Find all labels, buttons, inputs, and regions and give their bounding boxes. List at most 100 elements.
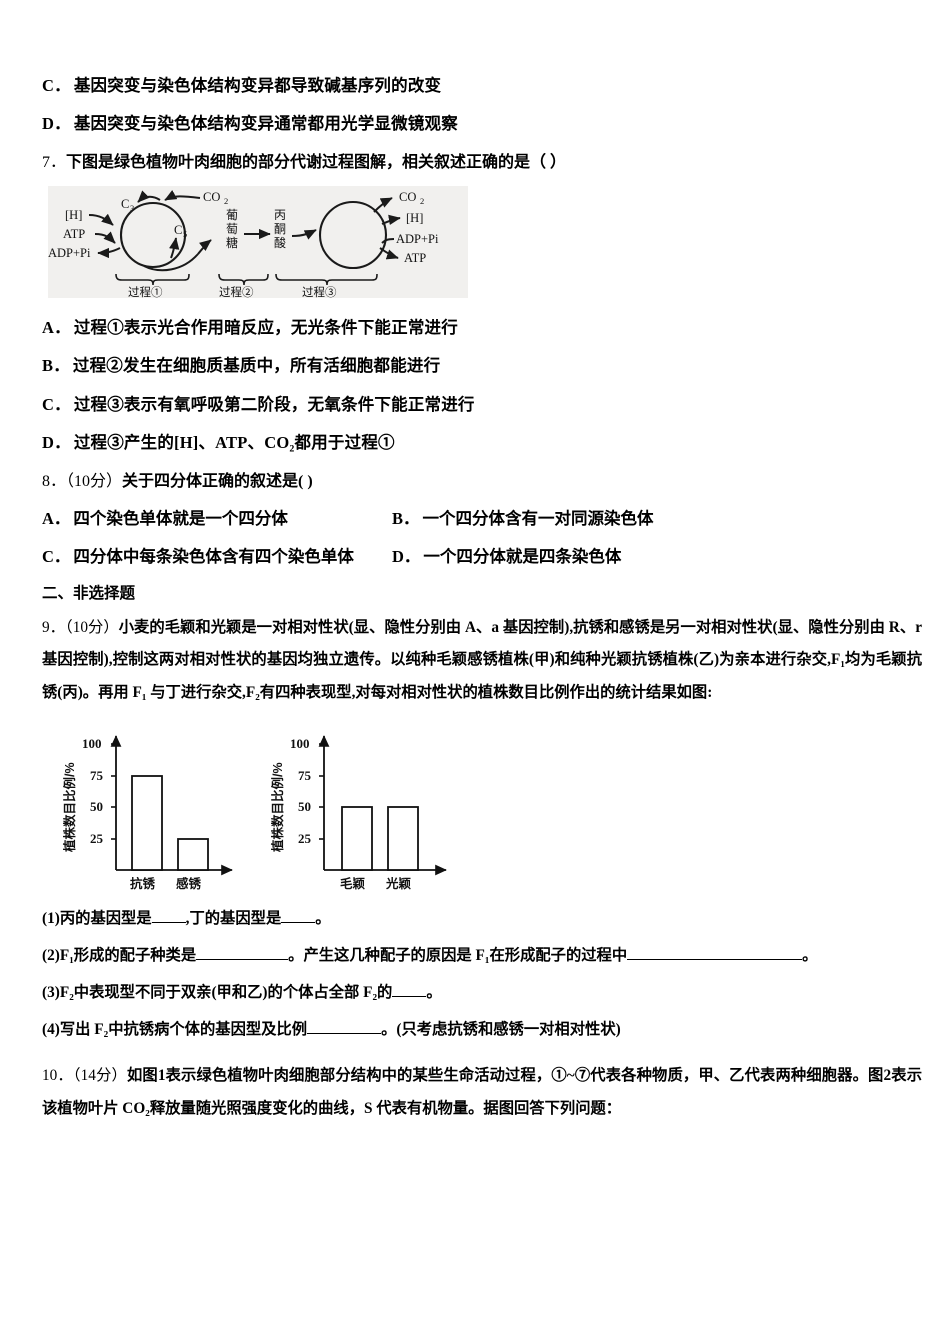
q9-sub-1-blank-2[interactable] (281, 922, 316, 924)
question-7-number: 7． (42, 153, 67, 171)
svg-text:ADP+Pi: ADP+Pi (396, 232, 439, 246)
question-7-stem: 7．下图是绿色植物叶肉细胞的部分代谢过程图解，相关叙述正确的是（ ） (42, 151, 922, 175)
question-10-stem: 10．（14分）如图1表示绿色植物叶肉细胞部分结构中的某些生命活动过程，①~⑦代… (42, 1060, 922, 1126)
rust-resistance-chart: 100 75 50 25 植株数目比例/% 抗锈 感锈 (54, 724, 250, 896)
svg-text:C: C (174, 223, 182, 237)
svg-text:植株数目比例/%: 植株数目比例/% (270, 763, 285, 854)
svg-text:75: 75 (298, 768, 312, 783)
svg-text:过程②: 过程② (219, 286, 254, 298)
svg-text:毛颖: 毛颖 (340, 876, 366, 891)
question-8-score: （10分） (66, 472, 123, 490)
q7-option-b-label: B． (42, 356, 70, 376)
svg-text:75: 75 (90, 768, 104, 783)
q7-option-c-text: 过程③表示有氧呼吸第二阶段，无氧条件下能正常进行 (73, 394, 475, 414)
question-9-number: 9． (42, 618, 66, 636)
q8-options-row-1: A．四个染色单体就是一个四分体 B．一个四分体含有一对同源染色体 (42, 505, 922, 529)
q8-option-c: C．四分体中每条染色体含有四个染色单体 (42, 543, 392, 567)
question-10-score: （14分） (72, 1066, 127, 1084)
q7-option-d-label: D． (42, 433, 71, 453)
svg-text:酮: 酮 (274, 222, 286, 236)
page-content: C．基因突变与染色体结构变异都导致碱基序列的改变 D． 基因突变与染色体结构变异通… (42, 74, 922, 1126)
question-8-stem-text: 关于四分体正确的叙述是( ) (122, 472, 313, 490)
q9-sub-2-blank-2[interactable] (627, 959, 803, 961)
question-10-number: 10． (42, 1066, 73, 1084)
q7-option-d: D．过程③产生的[H]、ATP、CO₂都用于过程① (42, 431, 922, 454)
svg-text:50: 50 (298, 799, 311, 814)
option-label-c-prev: C． (42, 76, 71, 95)
q8-option-b-text: 一个四分体含有一对同源染色体 (422, 508, 654, 528)
q9-sub-2-after: 。 (802, 947, 818, 965)
q9-sub-1-blank-1[interactable] (151, 922, 186, 924)
svg-text:CO: CO (399, 190, 416, 204)
q8-option-d-label: D． (392, 546, 421, 566)
q9-sub-2: (2)F₁形成的配子种类是。产生这几种配子的原因是 F₁在形成配子的过程中。 (42, 945, 922, 968)
q7-option-a-label: A． (42, 317, 71, 337)
q9-sub-4: (4)写出 F₂中抗锈病个体的基因型及比例 。(只考虑抗锈和感锈一对相对性状) (42, 1019, 922, 1042)
q9-sub-1-before: 丙的基因型是 (59, 910, 152, 928)
q9-sub-1-mid: ,丁的基因型是 (185, 910, 282, 928)
q9-sub-3-blank-1[interactable] (392, 996, 427, 998)
svg-text:糖: 糖 (226, 235, 238, 250)
svg-text:2: 2 (224, 196, 228, 206)
q8-option-c-label: C． (42, 546, 71, 566)
q9-sub-4-before: 写出 F₂中抗锈病个体的基因型及比例 (59, 1020, 308, 1038)
svg-text:ATP: ATP (63, 227, 85, 241)
q8-option-a-label: A． (42, 508, 71, 528)
q9-sub-4-id: (4) (42, 1020, 60, 1038)
svg-text:植株数目比例/%: 植株数目比例/% (62, 763, 77, 854)
q9-sub-1-id: (1) (42, 910, 60, 928)
svg-text:5: 5 (183, 229, 187, 239)
svg-text:C: C (121, 197, 129, 211)
q7-option-b: B．过程②发生在细胞质基质中，所有活细胞都能进行 (42, 354, 922, 377)
svg-text:过程①: 过程① (128, 286, 163, 298)
section-2-heading: 二、非选择题 (42, 584, 136, 602)
q8-option-b-label: B． (392, 508, 420, 528)
question-10-stem-text: 如图1表示绿色植物叶肉细胞部分结构中的某些生命活动过程，①~⑦代表各种物质，甲、… (42, 1066, 922, 1117)
svg-text:[H]: [H] (406, 211, 423, 225)
svg-text:ATP: ATP (404, 251, 426, 265)
q9-sub-1-after: 。 (315, 910, 331, 928)
q9-sub-2-before: F₁形成的配子种类是 (59, 947, 197, 965)
q9-sub-4-blank-1[interactable] (307, 1032, 382, 1034)
q9-sub-1: (1)丙的基因型是 ,丁的基因型是 。 (42, 908, 922, 931)
q9-charts: 100 75 50 25 植株数目比例/% 抗锈 感锈 (54, 724, 922, 896)
q9-sub-2-blank-1[interactable] (196, 959, 289, 961)
q7-option-d-text: 过程③产生的[H]、ATP、CO₂都用于过程① (73, 433, 395, 453)
svg-text:[H]: [H] (65, 208, 82, 222)
glume-type-chart: 100 75 50 25 植株数目比例/% 毛颖 光颖 (262, 724, 462, 896)
svg-text:ADP+Pi: ADP+Pi (48, 246, 91, 260)
question-9-stem-text: 小麦的毛颖和光颖是一对相对性状(显、隐性分别由 A、a 基因控制),抗锈和感锈是… (42, 618, 922, 702)
svg-text:50: 50 (90, 799, 103, 814)
option-text-d-prev: 基因突变与染色体结构变异通常都用光学显微镜观察 (73, 114, 458, 134)
svg-text:25: 25 (90, 831, 104, 846)
question-9-score: （10分） (65, 618, 119, 636)
question-9-stem: 9．（10分）小麦的毛颖和光颖是一对相对性状(显、隐性分别由 A、a 基因控制)… (42, 612, 922, 711)
option-row-c-prev: C．基因突变与染色体结构变异都导致碱基序列的改变 (42, 74, 922, 97)
svg-text:CO: CO (203, 190, 220, 204)
svg-text:酸: 酸 (274, 235, 286, 250)
q9-sub-3: (3)F₂中表现型不同于双亲(甲和乙)的个体占全部 F₂的。 (42, 982, 922, 1005)
q8-options-row-2: C．四分体中每条染色体含有四个染色单体 D．一个四分体就是四条染色体 (42, 543, 922, 567)
svg-text:感锈: 感锈 (176, 876, 202, 891)
q7-option-a: A．过程①表示光合作用暗反应，无光条件下能正常进行 (42, 316, 922, 339)
svg-text:光颖: 光颖 (385, 876, 412, 891)
q7-option-b-text: 过程②发生在细胞质基质中，所有活细胞都能进行 (72, 356, 441, 376)
svg-text:100: 100 (82, 736, 102, 751)
q8-option-d-text: 一个四分体就是四条染色体 (423, 546, 622, 566)
svg-text:丙: 丙 (274, 208, 286, 222)
svg-text:25: 25 (298, 831, 312, 846)
q8-option-a-text: 四个染色单体就是一个四分体 (73, 508, 288, 528)
question-7-stem-text: 下图是绿色植物叶肉细胞的部分代谢过程图解，相关叙述正确的是（ ） (66, 153, 567, 171)
q9-sub-4-after: 。(只考虑抗锈和感锈一对相对性状) (381, 1020, 621, 1038)
svg-text:萄: 萄 (226, 222, 238, 236)
metabolism-diagram: CO 2 C 3 C 5 [H] ATP ADP+Pi (48, 185, 468, 298)
q9-sub-2-id: (2) (42, 947, 60, 965)
question-8-number: 8． (42, 472, 67, 490)
q9-sub-3-id: (3) (42, 984, 60, 1002)
q7-option-a-text: 过程①表示光合作用暗反应，无光条件下能正常进行 (73, 317, 458, 337)
q8-option-d: D．一个四分体就是四条染色体 (392, 543, 922, 567)
svg-text:葡: 葡 (226, 208, 238, 222)
q7-option-c: C．过程③表示有氧呼吸第二阶段，无氧条件下能正常进行 (42, 393, 922, 416)
q9-sub-3-after: 。 (426, 984, 442, 1002)
